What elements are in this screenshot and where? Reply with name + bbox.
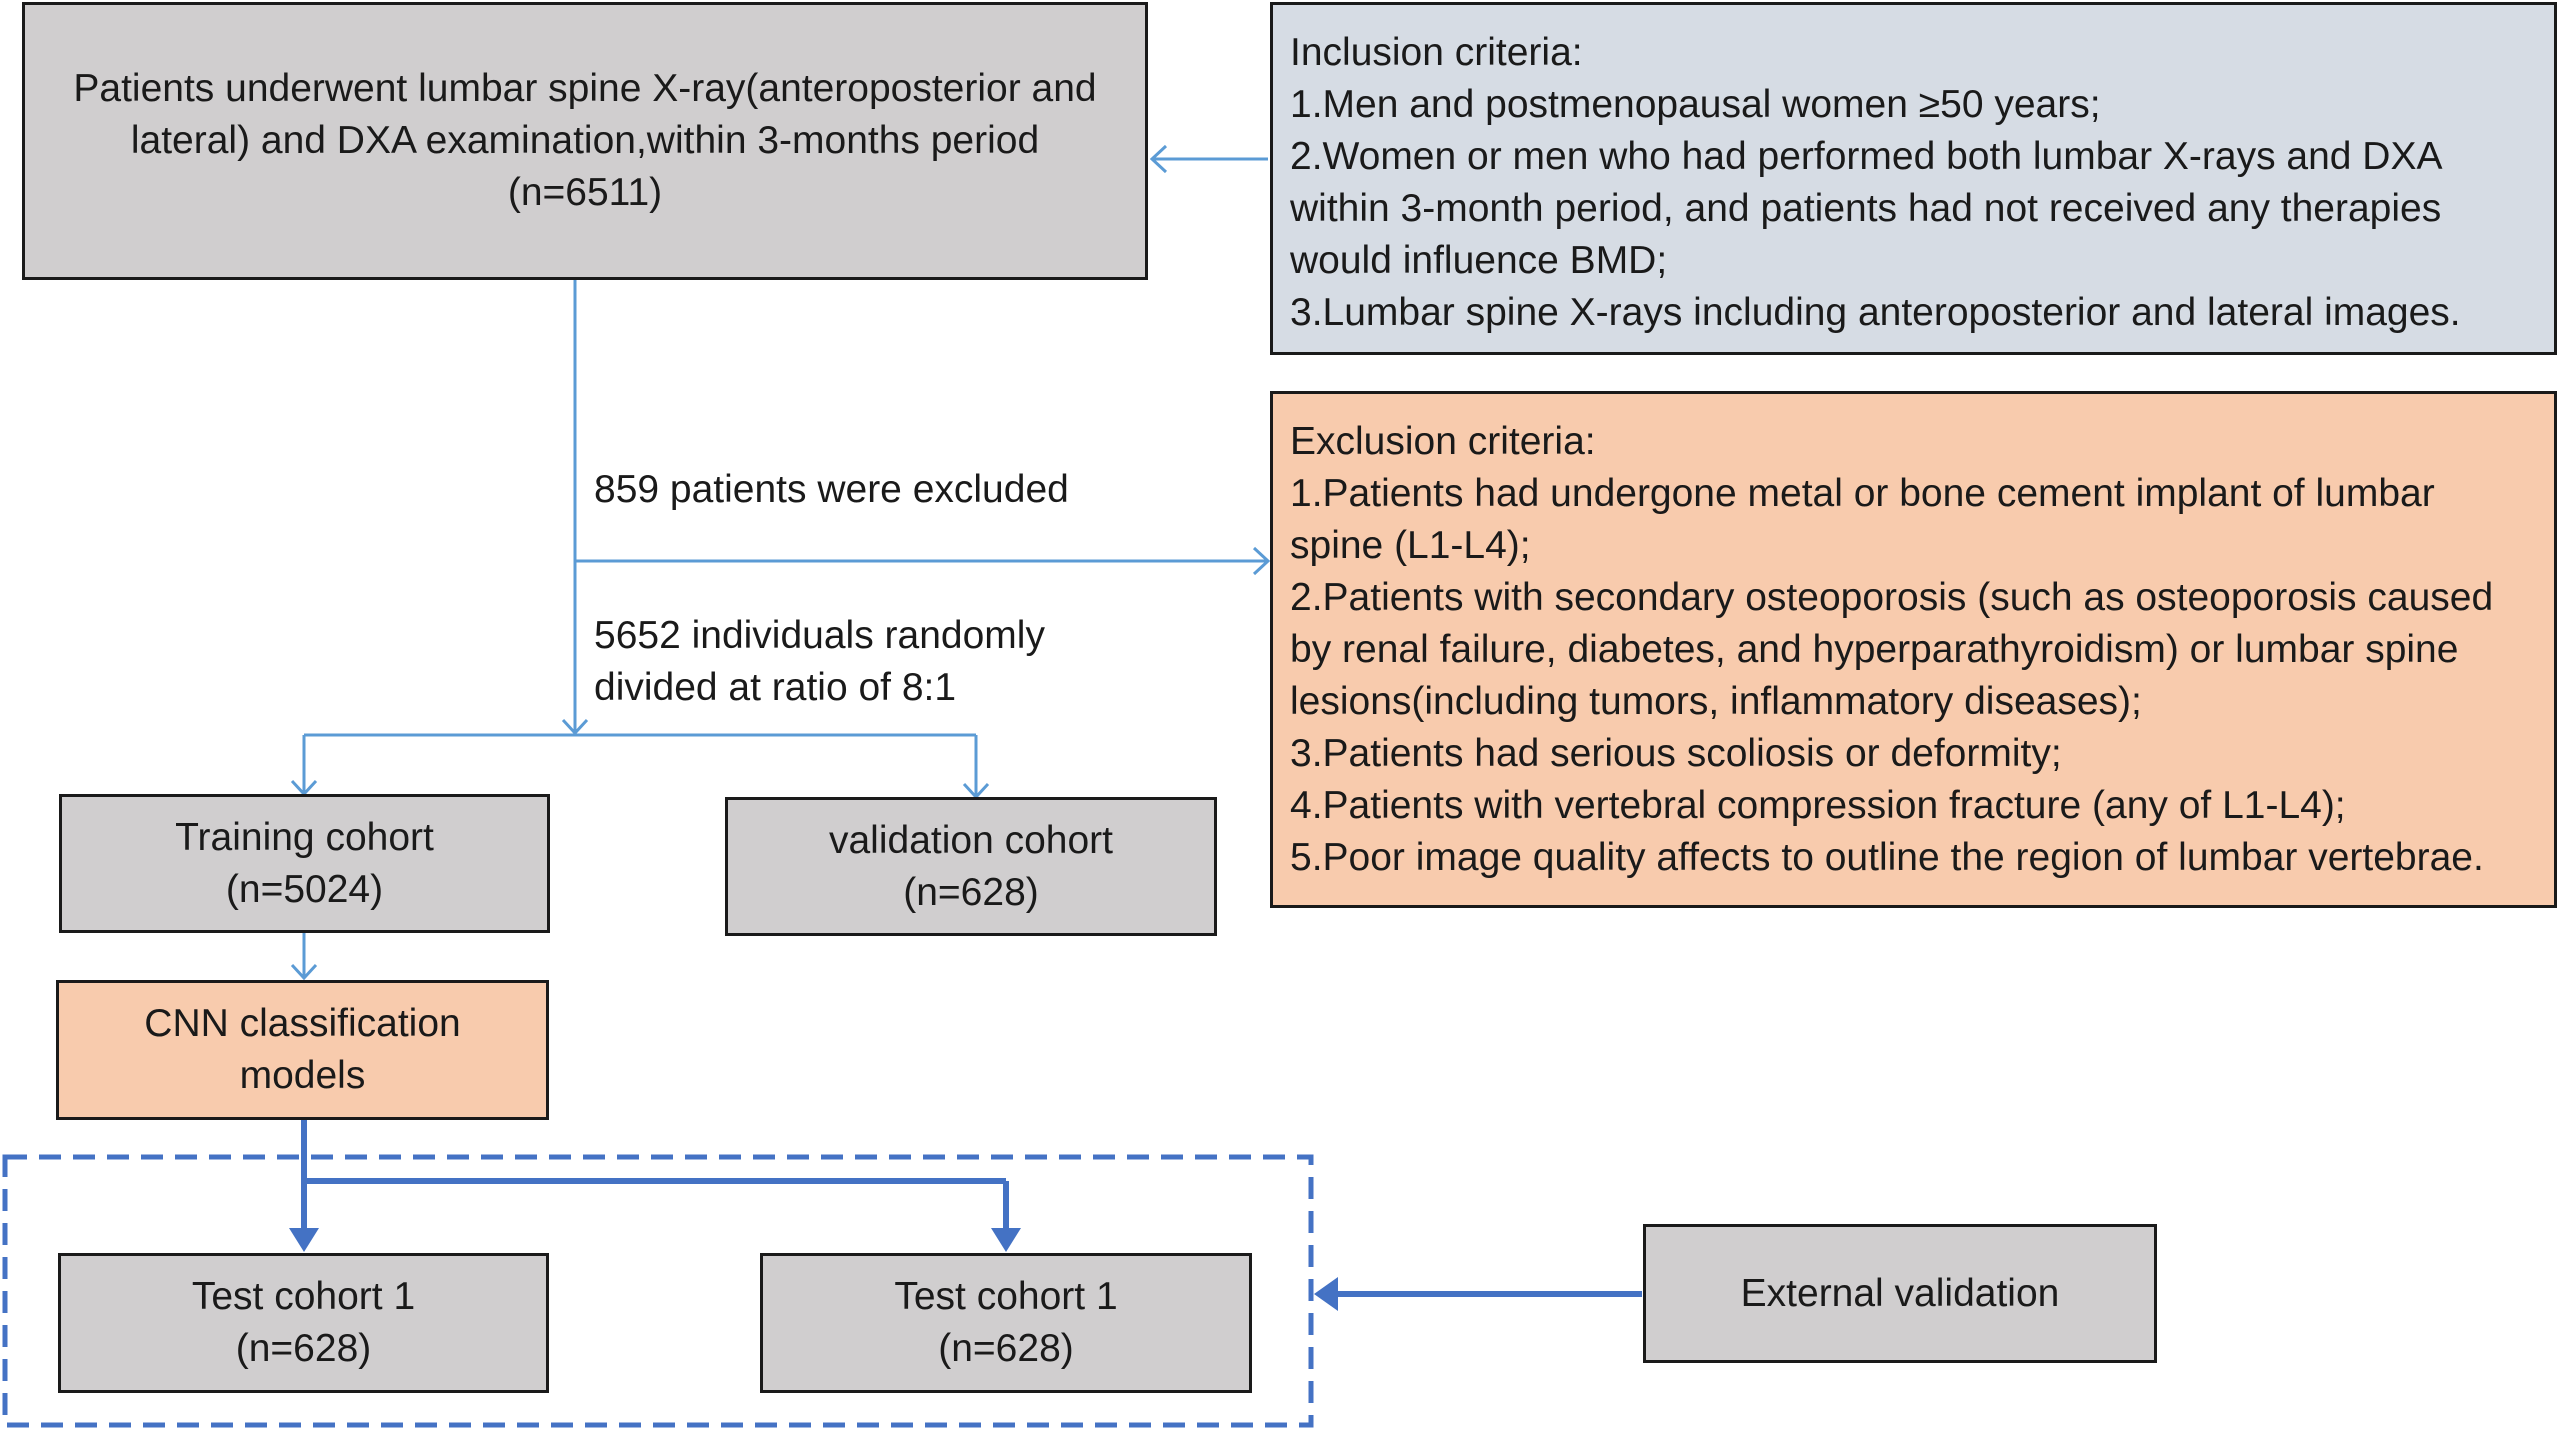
inclusion-item-2c: would influence BMD; [1290, 239, 1668, 282]
inclusion-title: Inclusion criteria: [1290, 31, 1583, 74]
arrowhead-external [1314, 1277, 1338, 1311]
training-line-1: Training cohort [175, 815, 434, 859]
validation-cohort-box: validation cohort (n=628) [725, 797, 1217, 936]
exclusion-item-2c: lesions(including tumors, inflammatory d… [1290, 680, 2142, 723]
screened-line-1: Patients underwent lumbar spine X-ray(an… [73, 67, 1097, 110]
test-cohorts-dashed-frame [2, 1154, 1314, 1428]
randomized-label-line-2: divided at ratio of 8:1 [594, 666, 957, 709]
cnn-line-1: CNN classification [144, 1002, 461, 1045]
inclusion-criteria-box: Inclusion criteria: 1.Men and postmenopa… [1270, 2, 2557, 355]
exclusion-item-5: 5.Poor image quality affects to outline … [1290, 836, 2484, 879]
exclusion-item-2b: by renal failure, diabetes, and hyperpar… [1290, 628, 2459, 671]
test1-line-1: Test cohort 1 [191, 1275, 416, 1318]
inclusion-item-2b: within 3-month period, and patients had … [1290, 187, 2442, 230]
test-cohort-1-box: Test cohort 1 (n=628) [58, 1253, 549, 1393]
exclusion-item-4: 4.Patients with vertebral compression fr… [1290, 784, 2346, 827]
validation-line-2: (n=628) [903, 870, 1039, 914]
external-line-1: External validation [1740, 1271, 2060, 1315]
exclusion-item-1b: spine (L1-L4); [1290, 524, 1531, 567]
arrowhead-test2 [991, 1228, 1021, 1252]
training-cohort-box: Training cohort (n=5024) [59, 794, 550, 933]
arrowhead-test1 [289, 1228, 319, 1252]
inclusion-item-3: 3.Lumbar spine X-rays including anteropo… [1290, 291, 2461, 334]
randomized-label-line-1: 5652 individuals randomly [594, 614, 1045, 657]
screened-line-3: (n=6511) [507, 171, 663, 214]
test2-line-1: Test cohort 1 [894, 1275, 1118, 1318]
test2-line-2: (n=628) [938, 1327, 1074, 1370]
external-validation-box: External validation [1643, 1224, 2157, 1363]
cnn-line-2: models [239, 1054, 366, 1097]
excluded-count-label: 859 patients were excluded [594, 468, 1069, 511]
exclusion-item-2a: 2.Patients with secondary osteoporosis (… [1290, 576, 2494, 619]
cnn-models-box: CNN classification models [56, 980, 549, 1120]
exclusion-title: Exclusion criteria: [1290, 420, 1596, 463]
inclusion-item-2a: 2.Women or men who had performed both lu… [1290, 135, 2443, 178]
test1-line-2: (n=628) [235, 1327, 372, 1370]
exclusion-item-1a: 1.Patients had undergone metal or bone c… [1290, 472, 2435, 515]
screened-patients-box: Patients underwent lumbar spine X-ray(an… [22, 2, 1148, 280]
inclusion-item-1: 1.Men and postmenopausal women ≥50 years… [1290, 83, 2101, 126]
training-line-2: (n=5024) [225, 867, 384, 911]
validation-line-1: validation cohort [828, 818, 1113, 862]
test-cohort-2-box: Test cohort 1 (n=628) [760, 1253, 1252, 1393]
screened-line-2: lateral) and DXA examination,within 3-mo… [130, 119, 1040, 162]
exclusion-item-3: 3.Patients had serious scoliosis or defo… [1290, 732, 2062, 775]
exclusion-criteria-box: Exclusion criteria: 1.Patients had under… [1270, 391, 2557, 908]
